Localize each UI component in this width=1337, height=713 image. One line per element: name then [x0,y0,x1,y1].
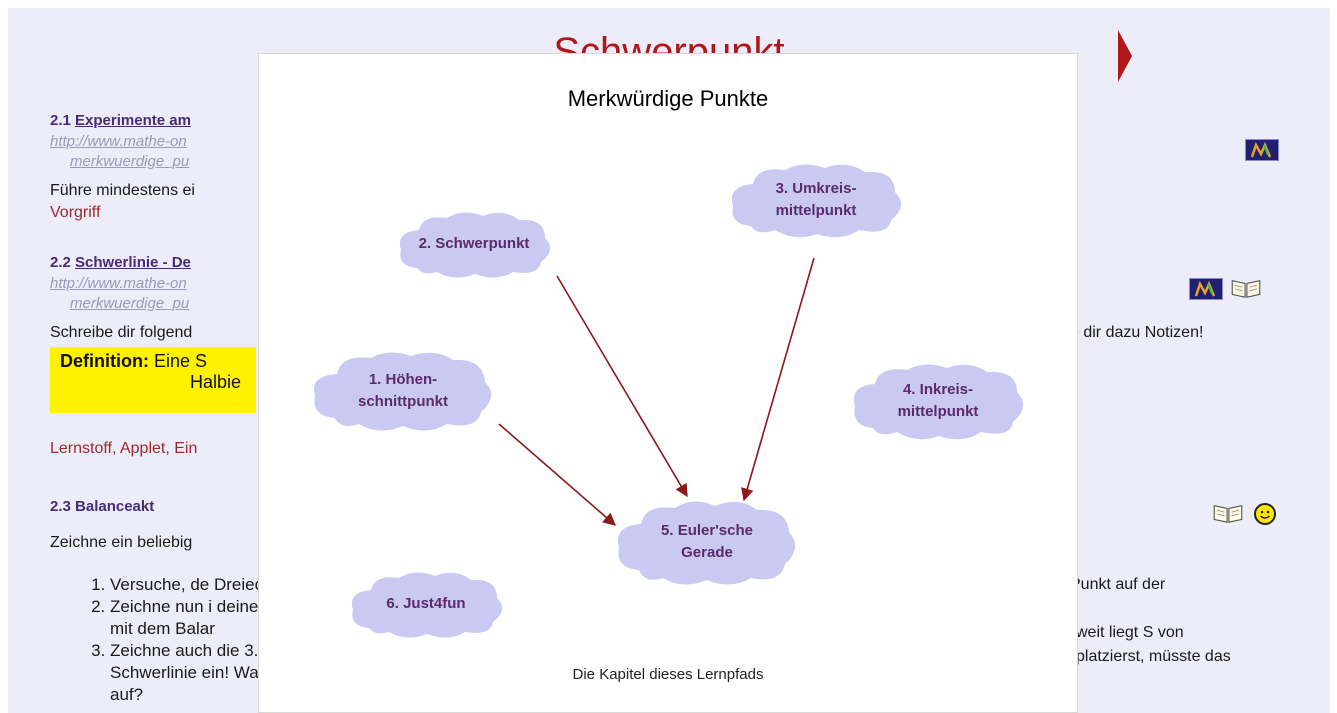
task-1-continued: Punkt auf der [1070,576,1166,593]
section-2-2-text: Schreibe dir folgend [50,324,193,341]
arrow-umkreis-to-euler [741,257,815,502]
section-2-2-heading: 2.2 Schwerlinie - De [50,254,191,271]
arrow-layer [498,257,815,526]
book-icon[interactable] [1229,277,1263,299]
node-schwerpunkt[interactable]: 2. Schwerpunkt [389,206,559,282]
lesson-page: Schwerpunkt 2.1 Experimente am http://ww… [8,8,1330,713]
section-2-1-text: Führe mindestens ei [50,182,195,199]
book-icon[interactable] [1211,502,1245,524]
node-umkreismittelpunkt[interactable]: 3. Umkreis-mittelpunkt [721,158,911,242]
modal-title: Merkwürdige Punkte [567,86,769,111]
next-arrow-icon[interactable] [1118,30,1132,82]
task-2-continued-b: platzierst, müsste das [1076,648,1231,665]
section-2-2-links[interactable]: Lernstoff, Applet, Ein [50,440,198,457]
chapter-map-modal: Merkwürdige Punkte 2. Schwerpunkt 3. Umk… [258,53,1078,713]
math-applet-icon[interactable] [1245,139,1279,161]
modal-caption: Die Kapitel dieses Lernpfads [572,666,764,683]
cloud-shape [399,212,551,278]
cloud-shape [617,501,796,585]
smiley-icon [1254,503,1276,525]
arrow-schwerpunkt-to-euler [556,275,688,498]
task-2-continued-a: weit liegt S von [1076,624,1184,641]
node-hoehenschnittpunkt[interactable]: 1. Höhen-schnittpunkt [305,346,501,436]
section-2-1-url[interactable]: http://www.mathe-on merkwuerdige_pu [50,133,190,170]
section-2-1-vorgriff[interactable]: Vorgriff [50,204,101,221]
cloud-shape [351,572,503,638]
section-2-3-heading: 2.3 Balanceakt [50,498,155,515]
section-2-1-link[interactable]: Experimente am [75,112,191,129]
cloud-shape [313,352,492,431]
definition-box: Definition: Eine S Halbie [50,347,256,413]
cloud-shape [853,364,1024,440]
node-inkreismittelpunkt[interactable]: 4. Inkreis-mittelpunkt [843,358,1033,444]
section-2-2-url[interactable]: http://www.mathe-on merkwuerdige_pu [50,275,190,312]
section-2-2-text-right: e dir dazu Notizen! [1070,324,1204,341]
section-2-1-heading: 2.1 Experimente am [50,112,191,129]
node-just4fun[interactable]: 6. Just4fun [341,566,511,642]
section-2-3-text: Zeichne ein beliebig [50,534,193,551]
arrow-hoehen-to-euler [498,423,616,526]
cloud-shape [731,164,902,238]
section-2-2-link[interactable]: Schwerlinie - De [75,254,191,271]
math-applet-icon[interactable] [1189,278,1223,300]
